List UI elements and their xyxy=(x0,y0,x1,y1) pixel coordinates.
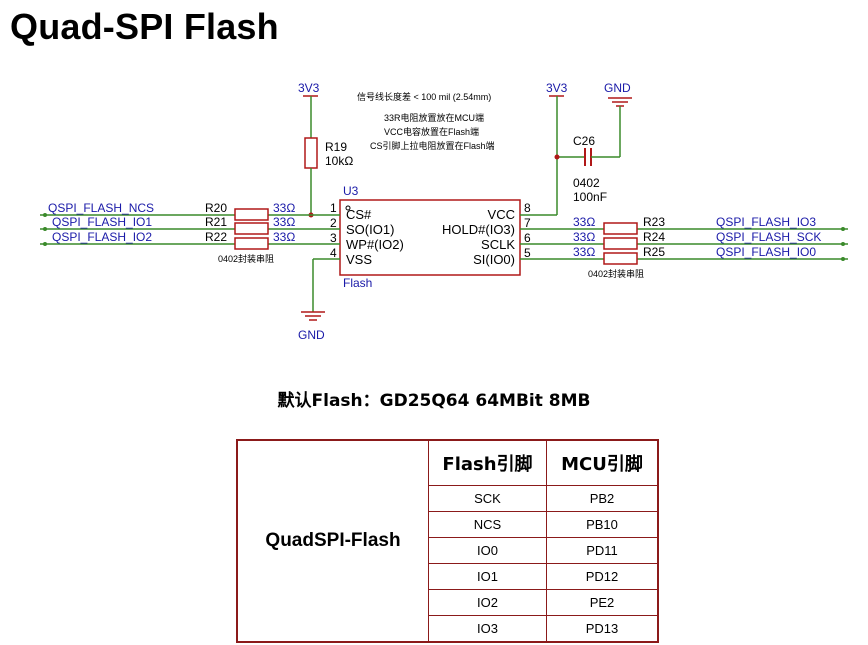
resistor-ref: R23 xyxy=(643,215,665,229)
pin-name: SI(IO0) xyxy=(473,252,515,267)
table-row: SCK PB2 xyxy=(237,485,659,512)
resistor-value: 33Ω xyxy=(573,245,595,259)
c26-package: 0402 xyxy=(573,176,600,190)
note-line: 信号线长度差 < 100 mil (2.54mm) xyxy=(357,91,491,102)
r19-ref: R19 xyxy=(325,140,347,154)
mcu-pin-cell: PB2 xyxy=(546,485,659,512)
note-line: VCC电容放置在Flash端 xyxy=(384,126,479,137)
right-series-resistors: 33Ω 33Ω 33Ω R23 R24 R25 QSPI_FLASH_IO3 Q… xyxy=(573,215,848,279)
u3-name: Flash xyxy=(343,276,372,290)
mcu-pin-cell: PD11 xyxy=(546,537,659,564)
table-row: IO0 PD11 xyxy=(237,537,659,564)
default-flash-caption: 默认Flash：GD25Q64 64MBit 8MB xyxy=(277,391,591,411)
pin-name: VCC xyxy=(488,207,515,222)
flash-pin-cell: IO0 xyxy=(428,537,547,564)
flash-pin-cell: IO3 xyxy=(428,615,547,643)
package-note-right: 0402封装串阻 xyxy=(588,268,644,279)
column-header-mcu: MCU引脚 xyxy=(546,439,659,486)
pin-name: CS# xyxy=(346,207,372,222)
page-title: Quad-SPI Flash xyxy=(10,6,279,47)
pin-name: WP#(IO2) xyxy=(346,237,404,252)
table-row: IO1 PD12 xyxy=(237,563,659,590)
flash-pin-cell: NCS xyxy=(428,511,547,538)
gnd-symbol-top: GND xyxy=(604,81,632,157)
net-label: QSPI_FLASH_IO2 xyxy=(52,230,152,244)
table-row: NCS PB10 xyxy=(237,511,659,538)
flash-pin-cell: IO1 xyxy=(428,563,547,590)
c26-value: 100nF xyxy=(573,190,607,204)
resistor-ref: R25 xyxy=(643,245,665,259)
mcu-pin-cell: PB10 xyxy=(546,511,659,538)
pin-number: 2 xyxy=(330,216,337,230)
pin-number: 6 xyxy=(524,231,531,245)
power-3v3-left: 3V3 xyxy=(298,81,320,138)
r19-value: 10kΩ xyxy=(325,154,353,168)
schematic: 3V3 3V3 GND C26 0402 100nF R19 10kΩ 信号线长… xyxy=(40,81,848,342)
pin-name: SCLK xyxy=(481,237,515,252)
pin-number: 8 xyxy=(524,201,531,215)
net-label: QSPI_FLASH_IO3 xyxy=(716,215,816,229)
resistor-ref: R20 xyxy=(205,201,227,215)
net-label: QSPI_FLASH_IO1 xyxy=(52,215,152,229)
pin-name: HOLD#(IO3) xyxy=(442,222,515,237)
capacitor-c26: C26 0402 100nF xyxy=(554,134,620,204)
note-line: 33R电阻放置放在MCU端 xyxy=(384,112,484,123)
design-notes: 信号线长度差 < 100 mil (2.54mm) 33R电阻放置放在MCU端 … xyxy=(357,91,495,151)
pin-mapping-table: QuadSPI-Flash Flash引脚 MCU引脚 SCK PB2 NCS … xyxy=(236,439,659,643)
gnd-label-bottom: GND xyxy=(298,328,325,342)
pin-number: 5 xyxy=(524,246,531,260)
pin-number: 7 xyxy=(524,216,531,230)
net-label: QSPI_FLASH_NCS xyxy=(48,201,154,215)
net-label: QSPI_FLASH_IO0 xyxy=(716,245,816,259)
table-row: IO3 PD13 xyxy=(237,615,659,643)
power-3v3-right: 3V3 xyxy=(546,81,568,215)
pin-number: 4 xyxy=(330,246,337,260)
pin-number: 3 xyxy=(330,231,337,245)
left-series-resistors: QSPI_FLASH_NCS QSPI_FLASH_IO1 QSPI_FLASH… xyxy=(40,201,295,264)
resistor-ref: R24 xyxy=(643,230,665,244)
column-header-flash: Flash引脚 xyxy=(428,439,547,486)
resistor-value: 33Ω xyxy=(273,230,295,244)
resistor-ref: R21 xyxy=(205,215,227,229)
package-note-left: 0402封装串阻 xyxy=(218,253,274,264)
power-label-left: 3V3 xyxy=(298,81,320,95)
mcu-pin-cell: PD13 xyxy=(546,615,659,643)
gnd-label-top: GND xyxy=(604,81,631,95)
u3-ref: U3 xyxy=(343,184,359,198)
resistor-value: 33Ω xyxy=(273,215,295,229)
gnd-symbol-bottom: GND xyxy=(298,258,325,342)
power-label-right: 3V3 xyxy=(546,81,568,95)
table-group-label: QuadSPI-Flash xyxy=(236,439,429,643)
pin-name: VSS xyxy=(346,252,372,267)
chip-u3: U3 Flash 1 2 3 4 CS# SO(IO1) WP#(IO2) VS… xyxy=(268,184,604,290)
flash-pin-cell: IO2 xyxy=(428,589,547,616)
c26-ref: C26 xyxy=(573,134,595,148)
pin-number: 1 xyxy=(330,201,337,215)
mcu-pin-cell: PE2 xyxy=(546,589,659,616)
resistor-value: 33Ω xyxy=(273,201,295,215)
note-line: CS引脚上拉电阻放置在Flash端 xyxy=(370,140,495,151)
flash-pin-cell: SCK xyxy=(428,485,547,512)
resistor-value: 33Ω xyxy=(573,230,595,244)
net-label: QSPI_FLASH_SCK xyxy=(716,230,821,244)
mcu-pin-cell: PD12 xyxy=(546,563,659,590)
table-header-row: QuadSPI-Flash Flash引脚 MCU引脚 xyxy=(236,439,659,643)
table-row: IO2 PE2 xyxy=(237,589,659,616)
resistor-ref: R22 xyxy=(205,230,227,244)
pin-name: SO(IO1) xyxy=(346,222,394,237)
resistor-value: 33Ω xyxy=(573,215,595,229)
